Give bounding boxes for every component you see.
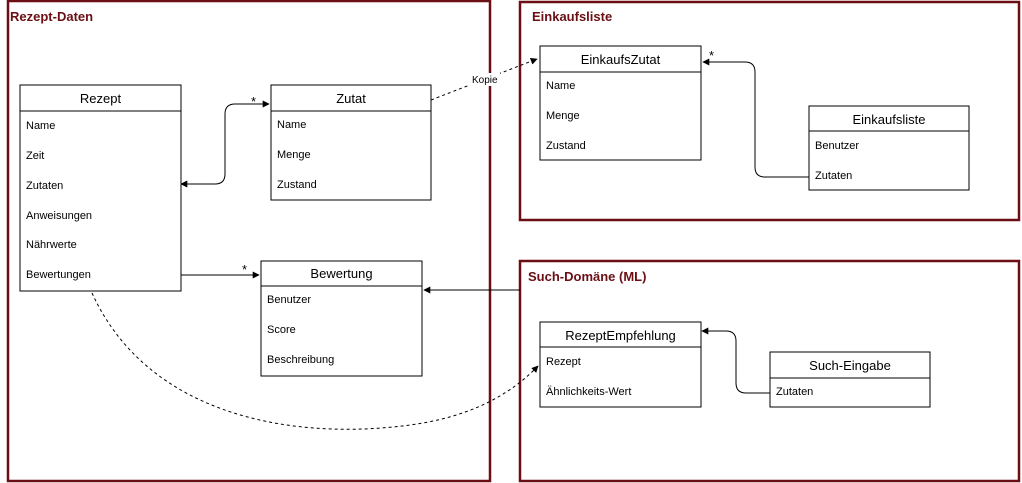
edge-rezept-zutat: * [180,94,270,188]
edge-zutat-einkaufszutat-kopie: Kopie [430,58,538,101]
attr-rezept-zeit: Zeit [26,150,44,162]
attr-rezeptempfehlung-rezept: Rezept [546,356,581,368]
domain-title-einkaufsliste: Einkaufsliste [532,9,612,24]
class-title-zutat: Zutat [336,91,366,106]
class-zutat[interactable]: Zutat Name Menge Zustand [270,84,432,201]
domain-rezept-daten: Rezept-Daten [6,0,492,483]
domain-title-such-domaene: Such-Domäne (ML) [528,269,646,284]
multiplicity-einkaufszutat: * [709,48,714,63]
class-einkaufszutat[interactable]: EinkaufsZutat Name Menge Zustand [539,45,702,161]
edge-rezept-bewertung: * [181,262,260,279]
attr-rezept-naehrwerte: Nährwerte [26,239,77,251]
class-einkaufsliste[interactable]: Einkaufsliste Benutzer Zutaten [808,105,970,191]
class-such-eingabe[interactable]: Such-Eingabe Zutaten [769,351,931,408]
edge-such-eingabe-rezeptempfehlung [701,327,770,394]
domain-such-domaene: Such-Domäne (ML) [518,259,1021,483]
class-title-einkaufszutat: EinkaufsZutat [581,52,661,67]
class-title-bewertung: Bewertung [310,266,372,281]
attr-rezept-anweisungen: Anweisungen [26,210,92,222]
edge-einkaufsliste-einkaufszutat: * [702,48,809,178]
class-bewertung[interactable]: Bewertung Benutzer Score Beschreibung [260,260,423,377]
attr-rezeptempfehlung-aehnlichkeit: Ähnlichkeits-Wert [546,386,631,398]
attr-einkaufszutat-menge: Menge [546,110,580,122]
attr-such-eingabe-zutaten: Zutaten [776,386,813,398]
attr-einkaufszutat-zustand: Zustand [546,140,586,152]
attr-zutat-name: Name [277,119,306,131]
attr-rezept-name: Name [26,120,55,132]
multiplicity-bewertung: * [242,262,247,277]
attr-bewertung-score: Score [267,324,296,336]
attr-zutat-menge: Menge [277,149,311,161]
edge-label-kopie: Kopie [472,75,498,86]
attr-einkaufsliste-zutaten: Zutaten [815,170,852,182]
multiplicity-zutat: * [251,94,256,109]
class-title-rezeptempfehlung: RezeptEmpfehlung [565,328,676,343]
attr-rezept-bewertungen: Bewertungen [26,269,91,281]
class-title-einkaufsliste: Einkaufsliste [853,112,926,127]
attr-bewertung-benutzer: Benutzer [267,294,311,306]
class-rezept[interactable]: Rezept Name Zeit Zutaten Anweisungen Näh… [19,84,182,292]
domain-einkaufsliste: Einkaufsliste [518,0,1021,222]
attr-rezept-zutaten: Zutaten [26,180,63,192]
class-title-such-eingabe: Such-Eingabe [809,358,891,373]
attr-bewertung-beschreibung: Beschreibung [267,354,334,366]
attr-einkaufsliste-benutzer: Benutzer [815,140,859,152]
class-rezeptempfehlung[interactable]: RezeptEmpfehlung Rezept Ähnlichkeits-Wer… [539,321,702,408]
edge-rezept-rezeptempfehlung [91,292,539,430]
class-title-rezept: Rezept [80,91,122,106]
domain-title-rezept-daten: Rezept-Daten [10,9,93,24]
attr-zutat-zustand: Zustand [277,179,317,191]
attr-einkaufszutat-name: Name [546,80,575,92]
